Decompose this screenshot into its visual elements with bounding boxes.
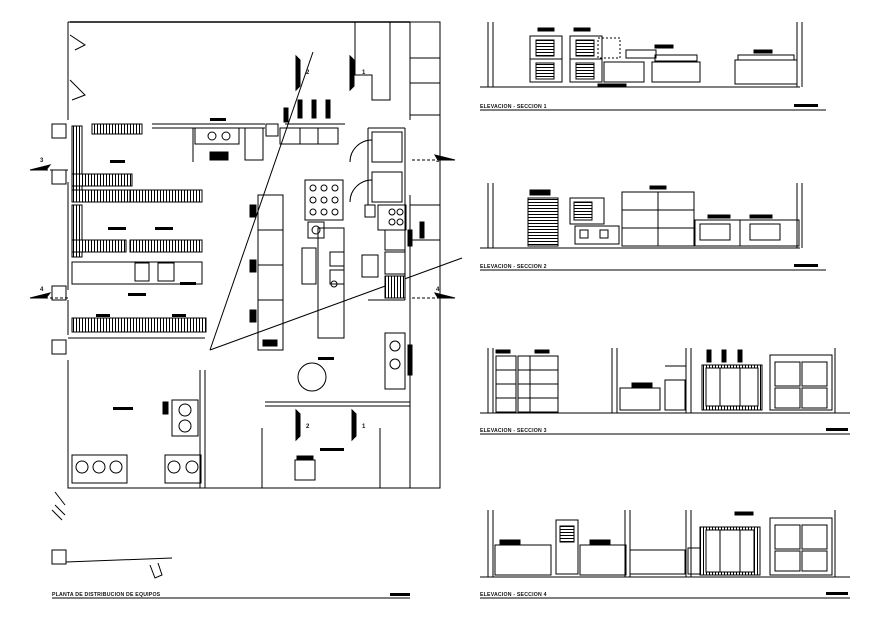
plan-exterior-lines (51, 491, 173, 579)
mark-1-top: 1 (362, 70, 366, 76)
laundry-machines (71, 399, 316, 484)
plan-columns (51, 123, 279, 565)
wall-sinks (384, 221, 425, 390)
elevation-3 (480, 348, 850, 414)
elevation-1-caption: ELEVACION - SECCION 1 (480, 104, 547, 110)
plan-caption: PLANTA DE DISTRIBUCION DE EQUIPOS (52, 592, 161, 598)
mark-4-right: 4 (436, 287, 440, 293)
section-cut-lines (209, 51, 463, 351)
prep-counters (194, 99, 339, 161)
mark-3-left: 3 (40, 158, 44, 164)
elevation-4-caption: ELEVACION - SECCION 4 (480, 592, 547, 598)
room-label-blobs (96, 118, 344, 451)
elevation-2 (480, 183, 803, 249)
floor-plan (29, 21, 463, 579)
elevation-4 (480, 510, 850, 578)
elevation-1 (480, 22, 803, 88)
round-table (297, 362, 327, 392)
mark-2-top: 2 (306, 70, 310, 76)
elevation-3-caption: ELEVACION - SECCION 3 (480, 428, 547, 434)
island-table (249, 194, 284, 351)
section-markers (29, 54, 456, 442)
elevation-2-caption: ELEVACION - SECCION 2 (480, 264, 547, 270)
storage-shelves (71, 123, 229, 333)
cold-rooms (349, 131, 403, 203)
mark-2-bottom: 2 (306, 424, 310, 430)
cooking-line (301, 179, 407, 339)
mark-1-bottom: 1 (362, 424, 366, 430)
mark-3-right: 3 (436, 158, 440, 164)
section-mark-labels: 2 1 2 1 3 3 4 4 (40, 70, 440, 430)
mark-4-left: 4 (40, 287, 44, 293)
plan-walls (67, 21, 441, 489)
